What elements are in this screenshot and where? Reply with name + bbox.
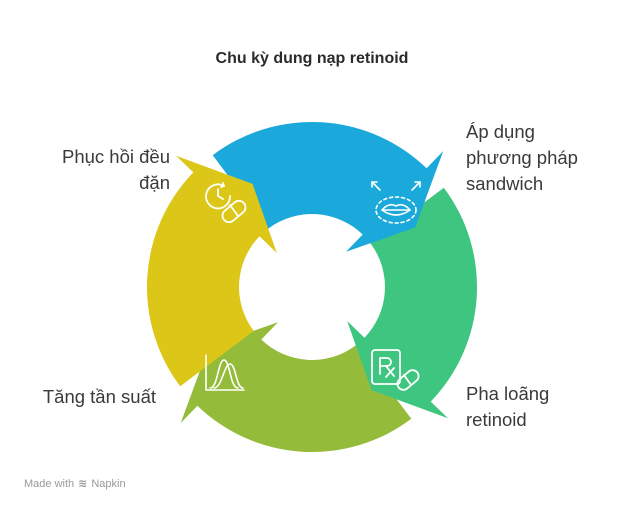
label-line: đặn xyxy=(139,172,170,193)
clock-pill-icon xyxy=(205,182,247,224)
label-tang-tan-suat: Tăng tần suất xyxy=(20,384,156,410)
label-line: phương pháp xyxy=(466,147,578,168)
napkin-logo-icon: ≋ xyxy=(78,478,88,490)
segment-ap-dung xyxy=(212,121,444,252)
label-line: sandwich xyxy=(466,173,544,194)
label-phuc-hoi: Phục hồi đều đặn xyxy=(20,144,170,196)
lips-icon xyxy=(371,181,421,224)
segment-phuc-hoi xyxy=(146,155,277,387)
footer: Made with ≋ Napkin xyxy=(24,477,126,491)
label-line: Áp dụng xyxy=(466,121,535,142)
brand-text: Napkin xyxy=(91,477,126,490)
diagram-title: Chu kỳ dung nạp retinoid xyxy=(215,50,409,67)
label-line: Phục hồi đều xyxy=(61,146,170,167)
label-line: Pha loãng xyxy=(466,383,550,404)
label-ap-dung: Áp dụng phương pháp sandwich xyxy=(466,119,616,197)
made-with-text: Made with xyxy=(24,477,75,490)
prescription-icon xyxy=(371,349,420,391)
segment-tang-tan-suat xyxy=(180,322,412,453)
label-line: retinoid xyxy=(466,409,527,430)
label-line: Tăng tần suất xyxy=(42,386,156,407)
distribution-chart-icon xyxy=(205,354,245,391)
label-pha-loang: Pha loãng retinoid xyxy=(466,381,616,433)
